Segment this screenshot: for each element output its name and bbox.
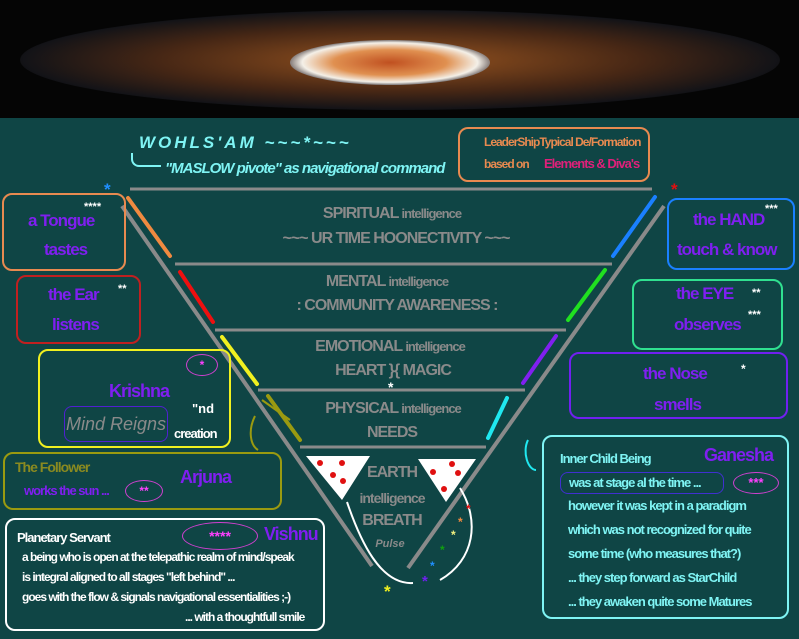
arjuna-box: The Follower works the sun ... ** Arjuna: [3, 452, 282, 510]
sense-action: tastes: [44, 240, 88, 259]
sense-box-nose: * the Nose smells: [569, 352, 788, 419]
layer-spiritual: SPIRITUAL intelligence: [322, 205, 462, 222]
arrow-icon: [131, 153, 161, 167]
stars-oval: **: [125, 480, 163, 502]
stars: **: [752, 287, 761, 299]
star-green-icon: *: [440, 543, 445, 557]
layer-earth: EARTH: [366, 464, 418, 481]
breath-curve: [346, 501, 414, 585]
right-triangle: [418, 459, 476, 502]
stars: ****: [84, 201, 102, 213]
sense-box-hand: *** the HAND touch & know: [667, 198, 795, 270]
ganesha-line: which was not recognized for quite: [568, 522, 752, 537]
sense-label: the EYE: [676, 284, 734, 303]
ganesha-box: Inner Child Being Ganesha was at stage a…: [542, 435, 789, 619]
star-gold-icon: *: [384, 582, 391, 601]
sense-box-tongue: **** a Tongue tastes: [2, 193, 126, 271]
star-yellow-icon: *: [451, 528, 456, 542]
stars-oval: ***: [733, 472, 779, 494]
legend-line2-prefix: based on: [484, 157, 530, 171]
krishna-note: "nd: [192, 401, 215, 416]
ganesha-name: Ganesha: [704, 445, 774, 465]
layer-physical: PHYSICAL intelligence: [325, 400, 462, 417]
ganesha-line: ... they awaken quite some Matures: [568, 594, 752, 609]
layer-earth-suffix: intelligence: [359, 490, 425, 506]
star-blue-top-icon: *: [104, 180, 111, 199]
sense-action: smells: [654, 395, 702, 414]
mind-reigns-tag: Mind Reigns: [64, 406, 168, 442]
stars: ***: [765, 203, 778, 215]
sense-label: the HAND: [693, 210, 765, 229]
olive-connector: [249, 399, 291, 451]
pyramid-left-edge: [120, 204, 374, 568]
sense-action: listens: [52, 315, 100, 334]
krishna-name: Krishna: [109, 381, 170, 401]
arjuna-title: The Follower: [15, 459, 90, 475]
layer-mental: MENTAL intelligence: [325, 273, 449, 290]
stars: **: [118, 283, 127, 295]
stars: ***: [748, 309, 761, 321]
layer-earth-note: Pulse: [375, 538, 405, 550]
stars-oval: *: [186, 354, 218, 376]
ganesha-line: however it was kept in a paradigm: [568, 498, 747, 513]
star-red-icon: *: [466, 502, 471, 516]
layer-emotional-subtitle: HEART }{ MAGIC: [335, 362, 452, 379]
arjuna-text: works the sun ...: [24, 483, 110, 498]
ganesha-highlight-line: was at stage al the time ...: [560, 472, 724, 494]
chakra-color-bars: [126, 195, 657, 442]
sense-action: observes: [674, 315, 742, 334]
star-red-top-icon: *: [671, 180, 678, 199]
sense-label: the Nose: [643, 364, 708, 383]
star-orange-icon: *: [458, 515, 463, 529]
layer-emotional: EMOTIONAL intelligence: [315, 338, 466, 355]
star-blue-icon: *: [430, 559, 435, 573]
stars-oval: ****: [182, 522, 258, 550]
vishnu-line: a being who is open at the telepathic re…: [22, 550, 295, 564]
vishnu-title: Planetary Servant: [17, 530, 111, 545]
sense-box-ear: ** the Ear listens: [16, 275, 141, 344]
ganesha-line: ... they step forward as StarChild: [568, 570, 737, 585]
ganesha-line: some time (who measures that?): [568, 546, 741, 561]
sense-box-eye: ** *** the EYE observes: [632, 279, 783, 350]
krishna-note2: creation: [174, 426, 218, 441]
legend-box: LeaderShipTypical De/Formation based on …: [458, 127, 650, 182]
vishnu-line: goes with the flow & signals navigationa…: [22, 590, 291, 604]
sense-action: touch & know: [677, 240, 777, 259]
vishnu-line: ... with a thoughtfull smile: [185, 610, 305, 624]
nebula-banner-image: [0, 0, 799, 118]
krishna-box: * Krishna Mind Reigns "nd creation: [38, 349, 231, 448]
layer-mental-subtitle: : COMMUNITY AWARENESS :: [296, 297, 498, 314]
layer-spiritual-subtitle: ~~~ UR TIME HOONECTIVITY ~~~: [282, 230, 511, 247]
legend-line1: LeaderShipTypical De/Formation: [484, 135, 641, 149]
header-title: WOHLS'AM ~~~*~~~: [139, 133, 352, 152]
left-triangle: [306, 456, 370, 500]
sense-label: a Tongue: [28, 211, 95, 230]
layer-physical-subtitle: NEEDS: [366, 424, 418, 441]
arjuna-name: Arjuna: [180, 467, 232, 487]
layer-earth-subtitle: BREATH: [362, 512, 422, 529]
header-subtitle: "MASLOW pivote" as navigational command: [165, 160, 445, 177]
vishnu-line: is integral aligned to all stages "left …: [22, 570, 235, 584]
vishnu-box: Planetary Servant **** Vishnu a being wh…: [5, 518, 325, 631]
stars: *: [741, 362, 746, 376]
sense-label: the Ear: [48, 285, 100, 304]
pyramid-right-edge: [406, 204, 666, 570]
star-violet-icon: *: [422, 573, 428, 590]
legend-highlight: Elements & Diva's: [544, 156, 640, 171]
center-star-icon: *: [388, 379, 394, 395]
vishnu-name: Vishnu: [264, 524, 319, 544]
ganesha-title: Inner Child Being: [560, 451, 652, 466]
triangle-red-dots: [317, 460, 461, 492]
